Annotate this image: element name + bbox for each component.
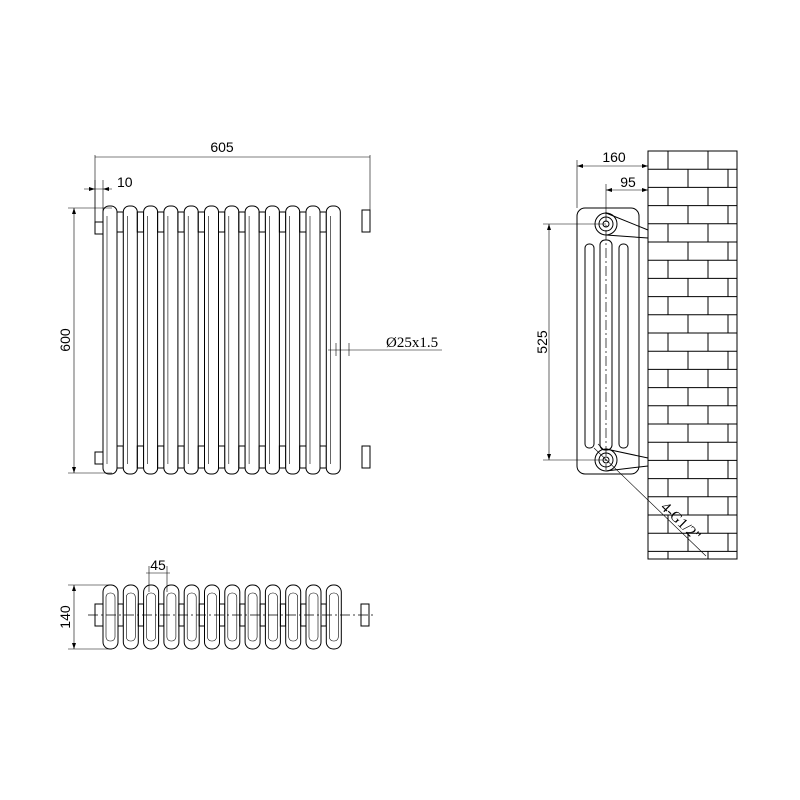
front-left-top-stub <box>94 221 104 235</box>
dimension-140-label: 140 <box>57 605 73 629</box>
top-column-inner-4 <box>166 592 177 642</box>
top-column-11 <box>305 584 322 650</box>
dimension-10-label: 10 <box>117 174 133 190</box>
front-right-top-plug <box>361 209 371 233</box>
brick-wall <box>647 150 738 560</box>
front-top-nipple-10 <box>299 211 307 233</box>
front-view: 605 10 600 Ø25x1.5 <box>57 139 442 475</box>
dimension-160: 160 <box>576 149 648 208</box>
front-top-nipple-2 <box>136 211 145 233</box>
top-column-inner-10 <box>288 592 299 642</box>
front-bottom-nipple-10 <box>299 445 307 469</box>
front-top-nipple-6 <box>218 211 226 233</box>
dimension-45-label: 45 <box>150 557 166 573</box>
front-bottom-nipple-7 <box>238 445 246 469</box>
top-column-4 <box>163 584 180 650</box>
dimension-95-label: 95 <box>620 174 636 190</box>
dimension-10: 10 <box>84 174 133 226</box>
side-profile-outline <box>576 207 640 475</box>
front-bottom-nipple-11 <box>319 445 327 469</box>
front-left-bottom-stub <box>94 451 104 465</box>
top-column-inner-9 <box>268 592 278 642</box>
top-column-7 <box>224 584 241 650</box>
front-bottom-nipple-1 <box>116 445 124 469</box>
dimension-605-label: 605 <box>210 139 234 155</box>
front-column-2 <box>122 205 138 475</box>
front-top-nipple-4 <box>177 211 185 233</box>
top-column-inner-5 <box>186 592 197 642</box>
front-view-columns <box>102 205 341 475</box>
front-column-7 <box>224 205 240 475</box>
pipe-diameter-label: Ø25x1.5 <box>386 335 438 351</box>
dimension-525-label: 525 <box>534 330 550 354</box>
side-tube-1 <box>584 243 595 449</box>
front-column-6 <box>204 205 219 475</box>
front-top-nipple-1 <box>116 211 124 233</box>
front-column-8 <box>244 205 260 475</box>
front-column-12 <box>325 205 341 475</box>
front-column-4 <box>163 205 179 475</box>
front-column-1 <box>102 205 118 475</box>
front-bottom-nipple-6 <box>218 445 226 469</box>
dimension-160-label: 160 <box>602 149 626 165</box>
dimension-95: 95 <box>605 174 648 214</box>
dimension-45: 45 <box>146 557 170 592</box>
front-bottom-nipple-4 <box>177 445 185 469</box>
top-column-3 <box>143 584 160 650</box>
top-column-inner-6 <box>207 592 217 642</box>
front-bottom-nipple-3 <box>157 445 165 469</box>
front-column-5 <box>183 205 199 475</box>
side-view: 160 95 525 4-G1/2" <box>534 149 738 560</box>
top-view-columns <box>102 584 342 650</box>
dimension-600-label: 600 <box>57 328 73 352</box>
top-column-6 <box>204 584 220 650</box>
front-column-11 <box>305 205 321 475</box>
front-bottom-nipple-8 <box>258 445 266 469</box>
top-column-12 <box>325 584 342 650</box>
top-column-inner-8 <box>247 592 258 642</box>
front-top-nipple-9 <box>278 211 287 233</box>
front-bottom-nipple-9 <box>278 445 287 469</box>
front-column-9 <box>264 205 280 475</box>
front-bottom-nipple-2 <box>136 445 145 469</box>
top-column-8 <box>244 584 261 650</box>
dimension-600: 600 <box>57 207 112 474</box>
top-column-inner-3 <box>146 592 156 642</box>
front-right-bottom-plug <box>361 445 371 469</box>
top-view: 45 140 <box>57 557 376 650</box>
front-column-3 <box>143 205 159 475</box>
side-tube-3 <box>618 243 629 449</box>
wall-outline <box>647 150 738 560</box>
dimension-140: 140 <box>57 584 112 650</box>
top-column-inner-7 <box>227 592 238 642</box>
top-column-5 <box>183 584 200 650</box>
top-column-1 <box>102 584 119 650</box>
front-top-nipple-11 <box>319 211 327 233</box>
top-column-inner-2 <box>126 592 136 642</box>
front-top-nipple-7 <box>238 211 246 233</box>
top-column-10 <box>285 584 302 650</box>
top-column-inner-12 <box>328 592 339 642</box>
pipe-diameter-callout: Ø25x1.5 <box>328 335 442 356</box>
side-top-connection <box>594 212 649 239</box>
top-column-inner-11 <box>308 592 319 642</box>
front-bottom-nipple-5 <box>197 445 205 469</box>
front-column-10 <box>285 205 301 475</box>
top-column-9 <box>264 584 281 650</box>
front-top-nipple-3 <box>157 211 165 233</box>
front-top-nipple-8 <box>258 211 266 233</box>
front-top-nipple-5 <box>197 211 205 233</box>
top-column-2 <box>122 584 139 650</box>
top-column-inner-1 <box>105 592 116 642</box>
dimension-525: 525 <box>534 223 606 461</box>
